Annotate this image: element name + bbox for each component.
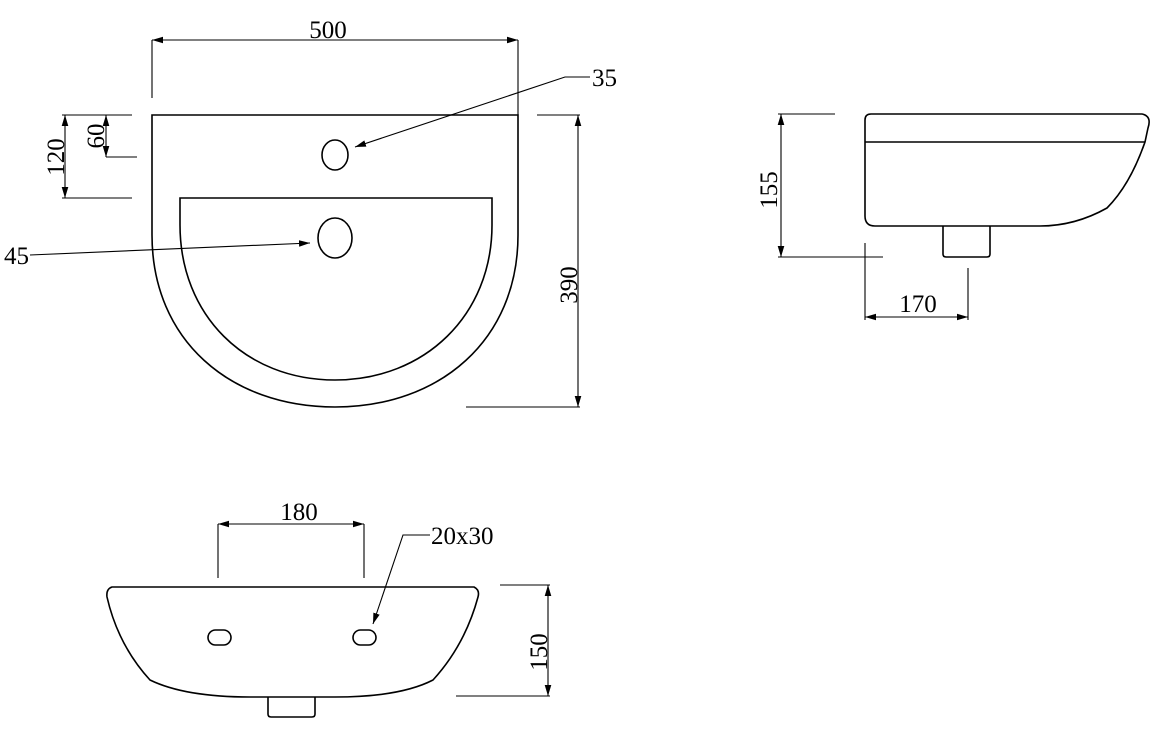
- side-waste-outlet: [942, 226, 991, 258]
- front-waste-outlet: [267, 697, 316, 718]
- side-height-label: 155: [756, 171, 783, 209]
- waste-hole: [317, 217, 353, 259]
- fixing-slot-leader: [372, 534, 430, 625]
- front-outline: [106, 586, 480, 698]
- waste-label: 45: [4, 243, 29, 270]
- width-label: 500: [309, 17, 347, 44]
- tap-hole-label: 35: [592, 65, 617, 92]
- front-view: 180 20x30 150: [106, 499, 553, 718]
- fixing-slot-right: [352, 629, 377, 646]
- top-view: 500 35 45 120 60 390: [4, 17, 617, 408]
- bowl-outline: [179, 197, 493, 381]
- waste-leader: [29, 240, 311, 256]
- front-height-label: 150: [526, 633, 553, 671]
- side-outline: [864, 113, 1150, 227]
- fixing-slot-label: 20x30: [431, 523, 494, 550]
- fixing-centres-label: 180: [280, 499, 318, 526]
- fixing-slot-left: [207, 629, 232, 646]
- rim-depth-label: 120: [43, 138, 70, 176]
- tap-offset-label: 60: [83, 124, 110, 149]
- side-view: 155 170: [756, 113, 1150, 321]
- tap-hole: [321, 139, 349, 171]
- basin-outline: [151, 114, 519, 408]
- tap-hole-leader: [354, 76, 590, 148]
- waste-offset-label: 170: [899, 291, 937, 318]
- depth-label: 390: [556, 266, 583, 304]
